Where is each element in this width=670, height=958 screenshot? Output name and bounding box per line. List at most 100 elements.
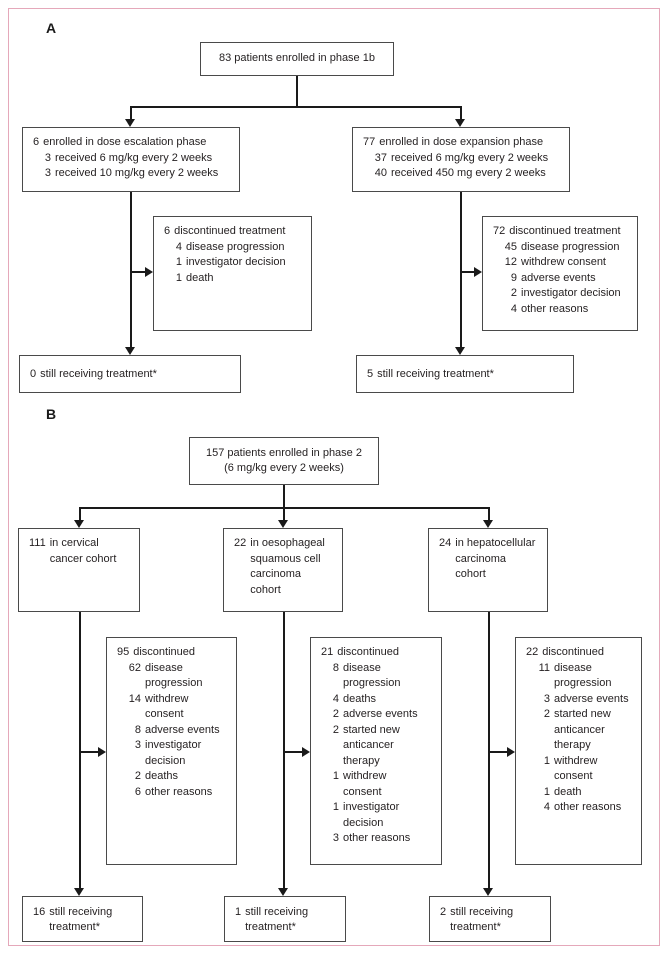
entry-text: investigator decision xyxy=(521,287,621,299)
flow-line-entry: 37 received 6 mg/kg every 2 weeks xyxy=(374,151,563,167)
flow-line-entry: 2 started new anticancer therapy xyxy=(332,723,435,770)
figure-border xyxy=(8,8,660,946)
connector-line xyxy=(460,106,462,120)
entry-count: 5 xyxy=(367,368,374,381)
connector-line xyxy=(130,192,132,348)
entry-count: 1 xyxy=(543,785,550,798)
entry-text: discontinued treatment xyxy=(509,225,621,237)
entry-text: received 10 mg/kg every 2 weeks xyxy=(55,167,219,179)
flow-line-entry: 6 other reasons xyxy=(128,785,230,801)
flow-line-entry: 2 adverse events xyxy=(332,707,435,723)
entry-text: adverse events xyxy=(343,708,418,720)
entry-text: other reasons xyxy=(521,302,589,315)
node-phase2-enrolled: 157 patients enrolled in phase 2 (6 mg/k… xyxy=(189,437,379,485)
entry-count: 3 xyxy=(543,692,550,705)
entry-count: 111 xyxy=(29,537,46,549)
flow-line-entry: 1 withdrew consent xyxy=(332,769,435,800)
entry-text: disease progression xyxy=(343,661,401,690)
entry-count: 1 xyxy=(332,770,339,782)
entry-count: 2 xyxy=(510,287,517,299)
flow-line-entry: 83 patients enrolled in phase 1b xyxy=(219,51,375,67)
entry-count: 11 xyxy=(538,661,550,674)
entry-count: 24 xyxy=(439,537,452,549)
entry-count: 0 xyxy=(30,368,37,381)
entry-count: 2 xyxy=(134,770,141,782)
entry-count: 40 xyxy=(374,167,387,179)
entry-count: 1 xyxy=(543,754,550,767)
flow-line-entry: 4 other reasons xyxy=(504,302,631,318)
entry-count: 1 xyxy=(175,271,182,284)
connector-line xyxy=(283,507,285,520)
entry-count: 4 xyxy=(543,801,550,813)
entry-count: 3 xyxy=(44,151,51,164)
entry-text: still receiving treatment* xyxy=(245,905,309,934)
entry-count: 62 xyxy=(128,661,141,674)
entry-count: 6 xyxy=(134,785,141,798)
connector-line xyxy=(460,271,474,273)
entry-text: investigator decision xyxy=(343,801,400,829)
entry-text: adverse events xyxy=(145,723,220,736)
entry-text: other reasons xyxy=(343,832,411,844)
entry-count: 95 xyxy=(117,646,130,658)
connector-line xyxy=(488,751,507,753)
entry-count: 22 xyxy=(526,646,539,658)
entry-count: 2 xyxy=(332,723,339,736)
entry-count: 4 xyxy=(332,692,339,705)
connector-line xyxy=(460,192,462,348)
entry-count: 4 xyxy=(510,302,517,315)
entry-count: 2 xyxy=(332,708,339,720)
entry-count: 72 xyxy=(493,225,506,237)
entry-count: 1 xyxy=(235,905,242,918)
entry-text: still receiving treatment* xyxy=(40,368,157,381)
connector-line xyxy=(296,76,298,107)
arrowhead-down-icon xyxy=(455,119,465,127)
entry-count: 14 xyxy=(128,692,141,705)
flow-line-entry: 8 disease progression xyxy=(332,661,435,692)
entry-text: other reasons xyxy=(145,785,213,798)
entry-count: 2 xyxy=(440,905,447,918)
entry-text: received 6 mg/kg every 2 weeks xyxy=(391,151,549,164)
entry-text: disease progression xyxy=(554,661,612,690)
entry-count: 8 xyxy=(332,661,339,674)
entry-text: withdrew consent xyxy=(521,256,606,268)
entry-count: 37 xyxy=(374,151,387,164)
connector-line xyxy=(79,612,81,889)
entry-count: 9 xyxy=(510,271,517,284)
connector-line xyxy=(130,271,145,273)
entry-text: withdrew consent xyxy=(343,770,387,798)
entry-text: started new anticancer therapy xyxy=(343,723,400,767)
entry-text: in hepatocellular carcinoma cohort xyxy=(455,537,536,580)
entry-count: 6 xyxy=(33,136,40,148)
entry-text: discontinued xyxy=(133,646,196,658)
flow-line-entry: 2 investigator decision xyxy=(504,286,631,302)
